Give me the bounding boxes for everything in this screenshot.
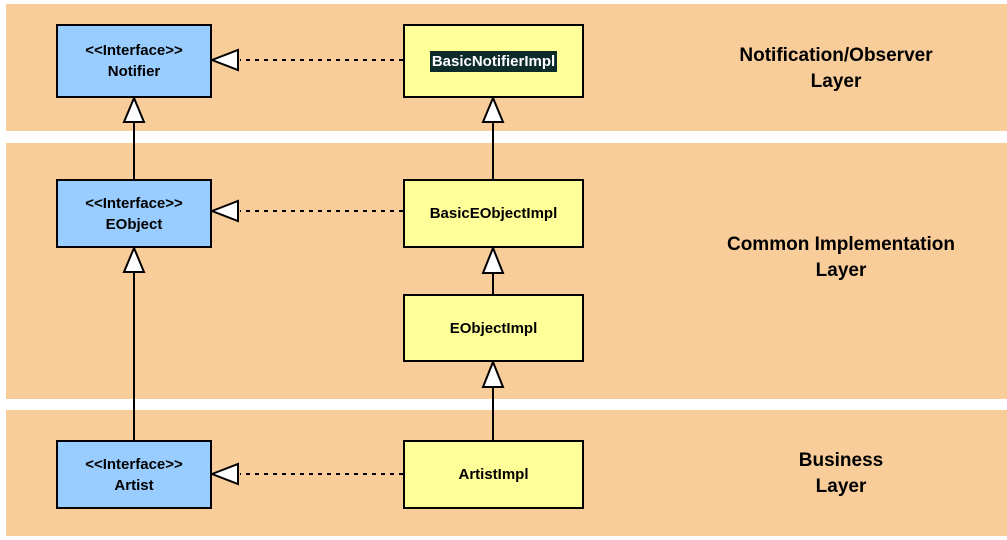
basicnotifierimpl-box: BasicNotifierImpl	[403, 24, 584, 98]
common-implementation-layer-label-line-2: Layer	[815, 260, 867, 281]
generalization-artistimpl-to-eobjectimpl	[481, 359, 505, 441]
basiceobjectimpl-name: BasicEObjectImpl	[429, 205, 558, 222]
generalization-eobject-to-notifier	[122, 95, 146, 180]
generalization-eobjectimpl-to-basiceobjectimpl	[481, 245, 505, 295]
notification-layer-label: Notification/Observer Layer	[686, 43, 986, 95]
eobjectimpl-name: EObjectImpl	[449, 319, 538, 337]
artist-name: Artist	[114, 476, 154, 494]
realization-basiceobjectimpl-to-eobject	[209, 199, 403, 223]
notifier-stereotype: <<Interface>>	[85, 42, 183, 59]
eobject-stereotype: <<Interface>>	[85, 194, 183, 212]
realization-basicnotifierimpl-to-notifier	[209, 48, 403, 72]
artistimpl-name: ArtistImpl	[458, 466, 529, 483]
artistimpl-box: ArtistImpl	[403, 440, 584, 509]
business-layer-label-line-1: Business	[798, 450, 884, 471]
common-implementation-layer-label-line-1: Common Implementation	[726, 234, 955, 255]
business-layer-label-line-2: Layer	[815, 476, 867, 497]
business-layer-label: Business Layer	[691, 448, 991, 500]
basiceobjectimpl-box: BasicEObjectImpl	[403, 179, 584, 248]
notifier-name: Notifier	[107, 63, 161, 80]
artist-interface-box: <<Interface>> Artist	[56, 440, 212, 509]
eobjectimpl-box: EObjectImpl	[403, 294, 584, 362]
notifier-interface-box: <<Interface>> Notifier	[56, 24, 212, 98]
notification-layer-label-line-2: Layer	[810, 71, 862, 92]
realization-artistimpl-to-artist	[209, 462, 403, 486]
generalization-basiceobjectimpl-to-basicnotifierimpl	[481, 95, 505, 180]
eobject-name: EObject	[105, 215, 163, 233]
artist-stereotype: <<Interface>>	[85, 455, 183, 473]
generalization-artist-to-eobject	[122, 245, 146, 441]
common-implementation-layer-label: Common Implementation Layer	[691, 232, 991, 284]
notification-layer-label-line-1: Notification/Observer	[739, 45, 933, 66]
eobject-interface-box: <<Interface>> EObject	[56, 179, 212, 248]
basicnotifierimpl-name: BasicNotifierImpl	[429, 50, 558, 72]
